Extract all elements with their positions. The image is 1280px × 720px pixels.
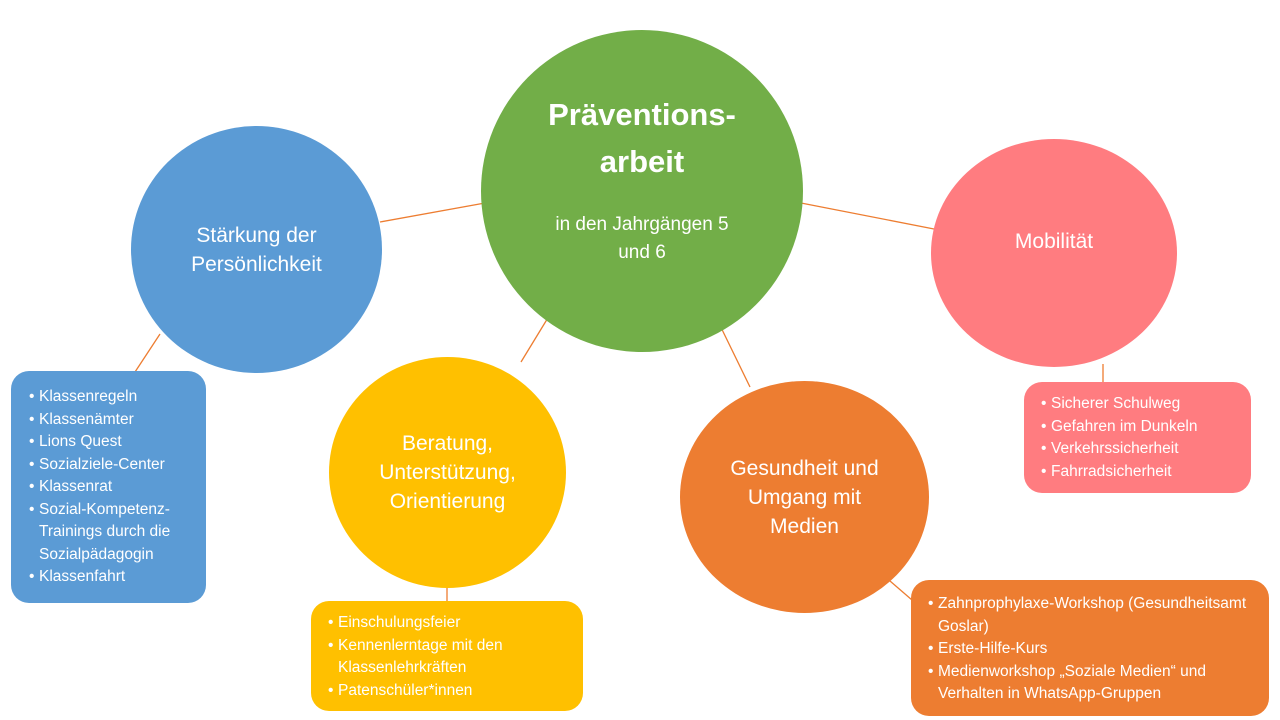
list-item: Erste-Hilfe-Kurs	[928, 638, 1261, 661]
list-box-mobilitaet: Sicherer Schulweg Gefahren im Dunkeln Ve…	[1024, 382, 1251, 493]
node-mobilitaet: Mobilität	[931, 139, 1177, 367]
list-item: Einschulungsfeier	[328, 612, 575, 635]
list-item: Verkehrssicherheit	[1041, 438, 1243, 461]
connector-gesundheit-box	[889, 580, 913, 601]
list-item: Klassenregeln	[29, 386, 198, 409]
connector-center-mobilitaet	[800, 202, 935, 230]
list-item: Sozialziele-Center	[29, 454, 198, 477]
list-box-persoenlichkeit: Klassenregeln Klassenämter Lions Quest S…	[11, 371, 206, 603]
center-circle: Präventions- arbeit in den Jahrgängen 5 …	[481, 30, 803, 352]
list-item: Klassenrat	[29, 476, 198, 499]
list-item: Sozial-Kompetenz-Trainings durch die Soz…	[29, 499, 198, 567]
node-beratung: Beratung, Unterstützung, Orientierung	[329, 357, 566, 588]
connector-center-persoenlichkeit	[379, 202, 486, 223]
list-item: Klassenämter	[29, 409, 198, 432]
list-item: Fahrradsicherheit	[1041, 461, 1243, 484]
center-title: Präventions- arbeit	[548, 97, 736, 179]
list-item: Kennenlerntage mit den Klassenlehrkräfte…	[328, 635, 575, 680]
list-item: Klassenfahrt	[29, 566, 198, 589]
center-subtitle: in den Jahrgängen 5 und 6	[555, 214, 729, 263]
list-box-beratung: Einschulungsfeier Kennenlerntage mit den…	[311, 601, 583, 711]
list-item: Zahnprophylaxe-Workshop (Gesundheitsamt …	[928, 593, 1261, 638]
list-item: Gefahren im Dunkeln	[1041, 416, 1243, 439]
list-box-gesundheit: Zahnprophylaxe-Workshop (Gesundheitsamt …	[911, 580, 1269, 716]
node-persoenlichkeit: Stärkung der Persönlichkeit	[131, 126, 382, 373]
node-beratung-title: Beratung, Unterstützung, Orientierung	[379, 432, 516, 513]
connector-persoenlichkeit-box	[134, 333, 161, 373]
list-item: Patenschüler*innen	[328, 680, 575, 703]
node-mobilitaet-title: Mobilität	[1014, 229, 1094, 253]
node-gesundheit-title: Gesundheit und Umgang mit Medien	[730, 456, 879, 538]
list-item: Sicherer Schulweg	[1041, 393, 1243, 416]
node-gesundheit: Gesundheit und Umgang mit Medien	[680, 381, 929, 613]
list-item: Medienworkshop „Soziale Medien“ und Verh…	[928, 661, 1261, 706]
list-item: Lions Quest	[29, 431, 198, 454]
node-persoenlichkeit-title: Stärkung der Persönlichkeit	[191, 223, 322, 276]
